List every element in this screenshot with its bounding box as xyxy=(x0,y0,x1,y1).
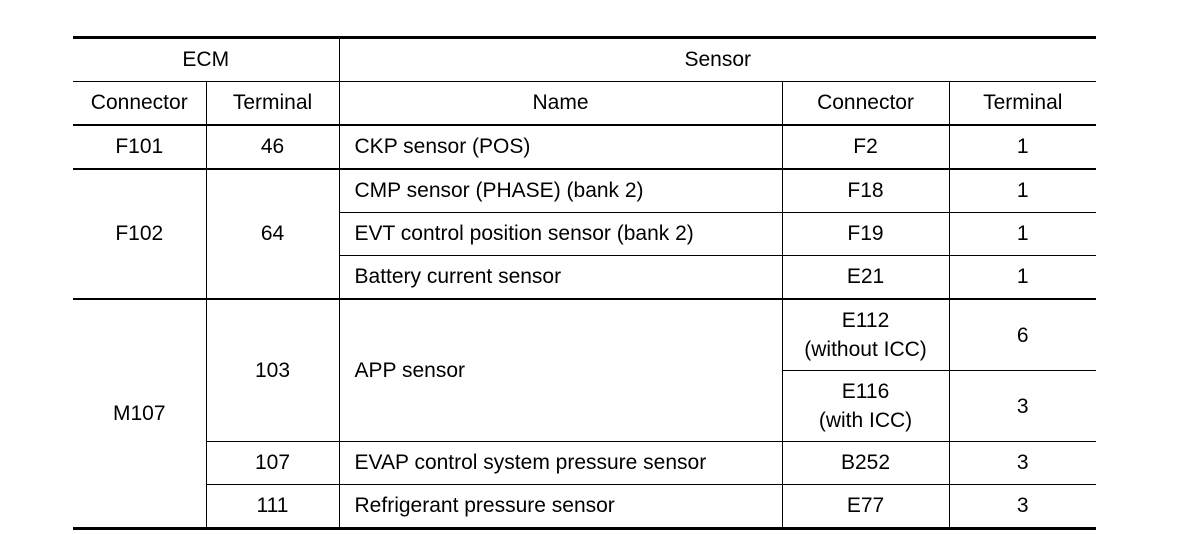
table-row: Battery current sensor E21 1 xyxy=(73,255,1097,300)
sensor-name-cell: CMP sensor (PHASE) (bank 2) xyxy=(338,168,783,213)
connector-line-2: (with ICC) xyxy=(818,409,913,432)
sensor-name-cell: CKP sensor (POS) xyxy=(338,124,783,170)
sensor-terminal-cell: 1 xyxy=(948,168,1097,213)
table-row: 107 EVAP control system pressure sensor … xyxy=(73,441,1097,485)
sensor-name-cell: APP sensor xyxy=(338,298,783,442)
sensor-name-cell: Battery current sensor xyxy=(339,255,783,300)
sensor-terminal-cell: 3 xyxy=(948,441,1097,485)
table-row: EVT control position sensor (bank 2) F19… xyxy=(73,212,1097,256)
sensor-connector-header: Connector xyxy=(781,81,950,126)
ecm-connector-cell: F102 xyxy=(73,168,207,300)
ecm-terminal-cell: 107 xyxy=(206,441,340,485)
sensor-terminal-cell: 3 xyxy=(948,484,1097,530)
sensor-connector-cell: E116 (with ICC) xyxy=(782,370,950,442)
connector-line-1: E112 xyxy=(841,309,890,332)
sensor-connector-cell: F2 xyxy=(781,124,950,170)
table-row: M107 103 APP sensor E112 (without ICC) 6 xyxy=(73,298,1097,530)
table-row: F101 46 CKP sensor (POS) F2 1 xyxy=(73,124,1097,170)
ecm-connector-header: Connector xyxy=(73,81,207,126)
ecm-terminal-header: Terminal xyxy=(205,81,340,126)
table-row: E116 (with ICC) 3 xyxy=(73,370,1097,442)
table-row: F102 64 CMP sensor (PHASE) (bank 2) F18 … xyxy=(73,168,1097,300)
table-header-row: ECM Sensor xyxy=(73,36,1097,82)
ecm-terminal-cell: 64 xyxy=(205,168,340,300)
sensor-terminal-cell: 1 xyxy=(948,212,1097,256)
sensor-terminal-cell: 6 xyxy=(948,298,1097,371)
sensor-header: Sensor xyxy=(338,36,1097,82)
ecm-header: ECM xyxy=(73,36,340,82)
connector-line-1: E116 xyxy=(841,380,890,403)
ecm-connector-cell: M107 xyxy=(73,298,207,530)
ecm-sensor-table: ECM Sensor Connector Terminal Name Conne… xyxy=(73,36,1097,530)
sensor-connector-cell: E21 xyxy=(781,255,950,300)
ecm-terminal-cell: 103 xyxy=(205,298,340,442)
sensor-terminal-header: Terminal xyxy=(948,81,1097,126)
sensor-name-header: Name xyxy=(338,81,783,126)
ecm-terminal-cell: 111 xyxy=(206,484,340,530)
sensor-connector-cell: F18 xyxy=(781,168,950,213)
sensor-name-cell: EVAP control system pressure sensor xyxy=(338,441,783,485)
sensor-connector-cell: E112 (without ICC) xyxy=(781,298,950,371)
ecm-connector-cell: F101 xyxy=(73,124,207,170)
sensor-connector-cell: E77 xyxy=(781,484,950,530)
sensor-connector-cell: B252 xyxy=(781,441,950,485)
sensor-connector-cell: F19 xyxy=(781,212,950,256)
table-subheader-row: Connector Terminal Name Connector Termin… xyxy=(73,81,1097,126)
sensor-terminal-cell: 1 xyxy=(948,255,1097,300)
sensor-terminal-cell: 1 xyxy=(948,124,1097,170)
connector-line-2: (without ICC) xyxy=(804,338,927,361)
sensor-terminal-cell: 3 xyxy=(948,370,1097,442)
sensor-name-cell: EVT control position sensor (bank 2) xyxy=(339,212,783,256)
table-row: 111 Refrigerant pressure sensor E77 3 xyxy=(73,484,1097,530)
ecm-terminal-cell: 46 xyxy=(205,124,340,170)
sensor-name-cell: Refrigerant pressure sensor xyxy=(338,484,783,530)
